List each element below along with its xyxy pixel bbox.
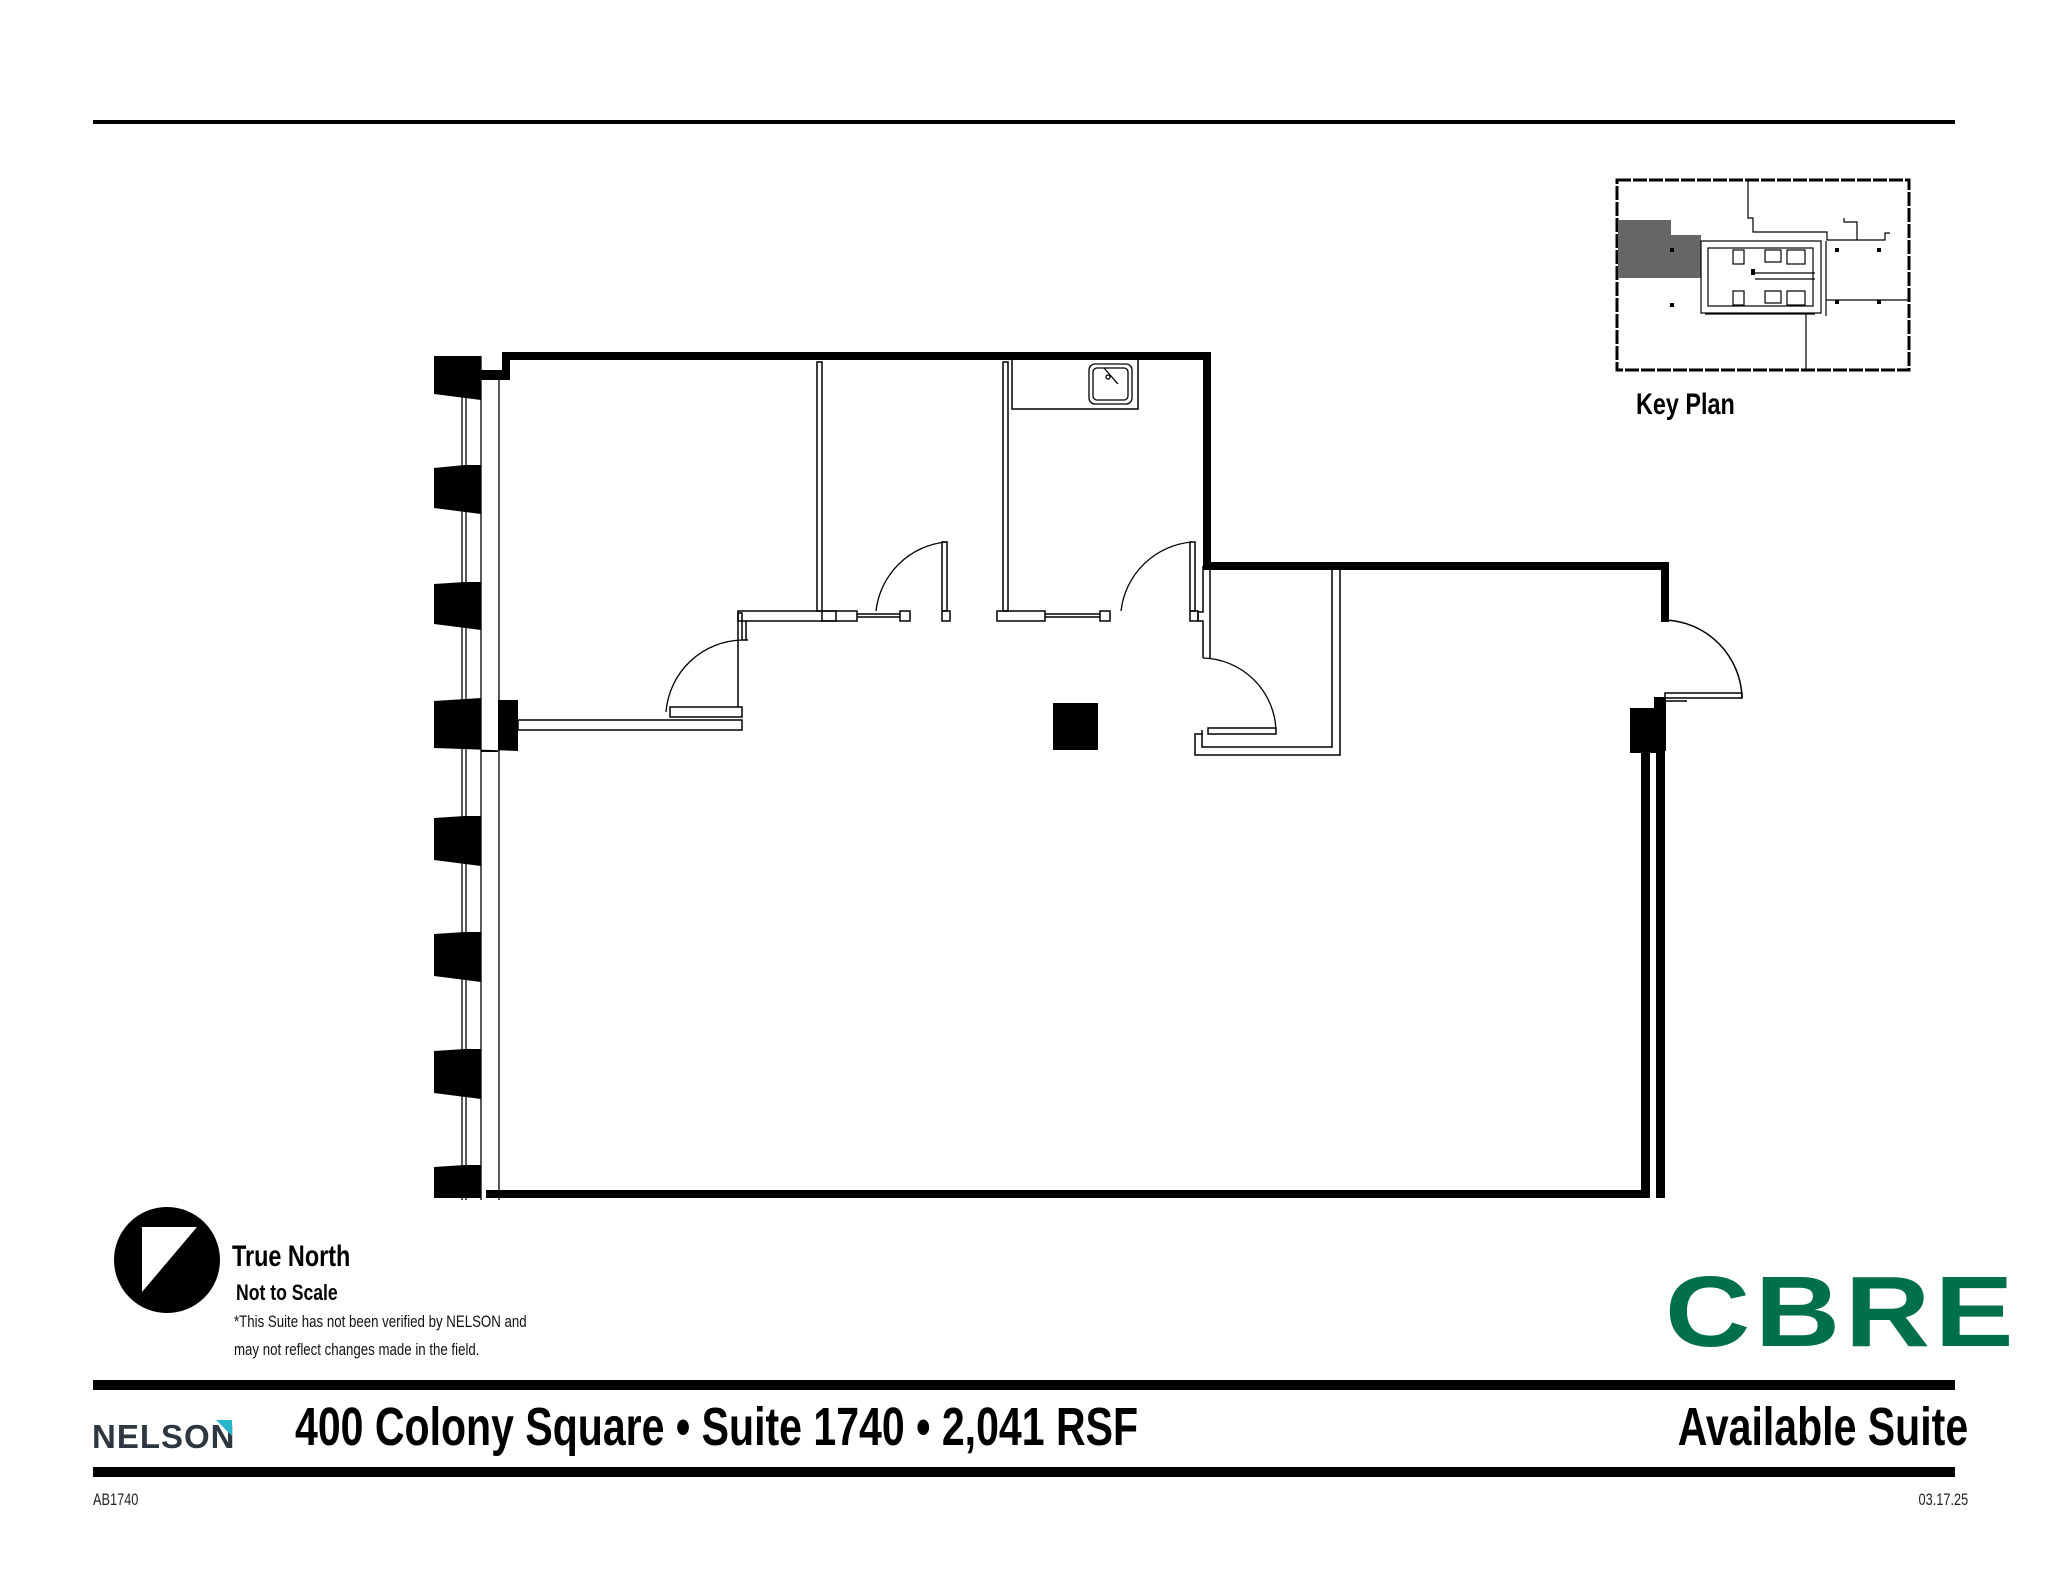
disclaimer: *This Suite has not been verified by NEL… xyxy=(234,1308,527,1364)
status-label: Available Suite xyxy=(1677,1397,1968,1457)
window-piers xyxy=(434,356,518,1198)
scale-note: Not to Scale xyxy=(236,1280,338,1305)
structural-column-icon xyxy=(1053,703,1098,750)
cbre-logo: CBRE xyxy=(1665,1256,2019,1368)
suite-title: 400 Colony Square • Suite 1740 • 2,041 R… xyxy=(295,1397,1139,1457)
entry-door xyxy=(1664,619,1743,702)
exterior-walls xyxy=(486,352,1669,1198)
north-arrow-icon xyxy=(114,1207,220,1313)
key-plan xyxy=(1615,178,1911,372)
sink-icon xyxy=(1088,363,1133,405)
right-wall-double xyxy=(1630,697,1666,1198)
title-band-top-rule xyxy=(93,1380,1955,1390)
door-swings xyxy=(665,541,1277,731)
disclaimer-line-2: may not reflect changes made in the fiel… xyxy=(234,1340,480,1359)
top-rule xyxy=(93,120,1955,124)
disclaimer-line-1: *This Suite has not been verified by NEL… xyxy=(234,1312,527,1331)
title-band-bottom-rule xyxy=(93,1467,1955,1477)
true-north-label: True North xyxy=(232,1240,351,1273)
nelson-logo-accent xyxy=(216,1420,232,1436)
drawing-code: AB1740 xyxy=(93,1490,139,1509)
nelson-logo: NELSON xyxy=(92,1418,236,1455)
drawing-date: 03.17.25 xyxy=(1918,1490,1968,1509)
highlighted-suite xyxy=(1618,220,1701,278)
key-plan-label: Key Plan xyxy=(1636,388,1735,421)
interior-partitions xyxy=(517,356,1341,756)
